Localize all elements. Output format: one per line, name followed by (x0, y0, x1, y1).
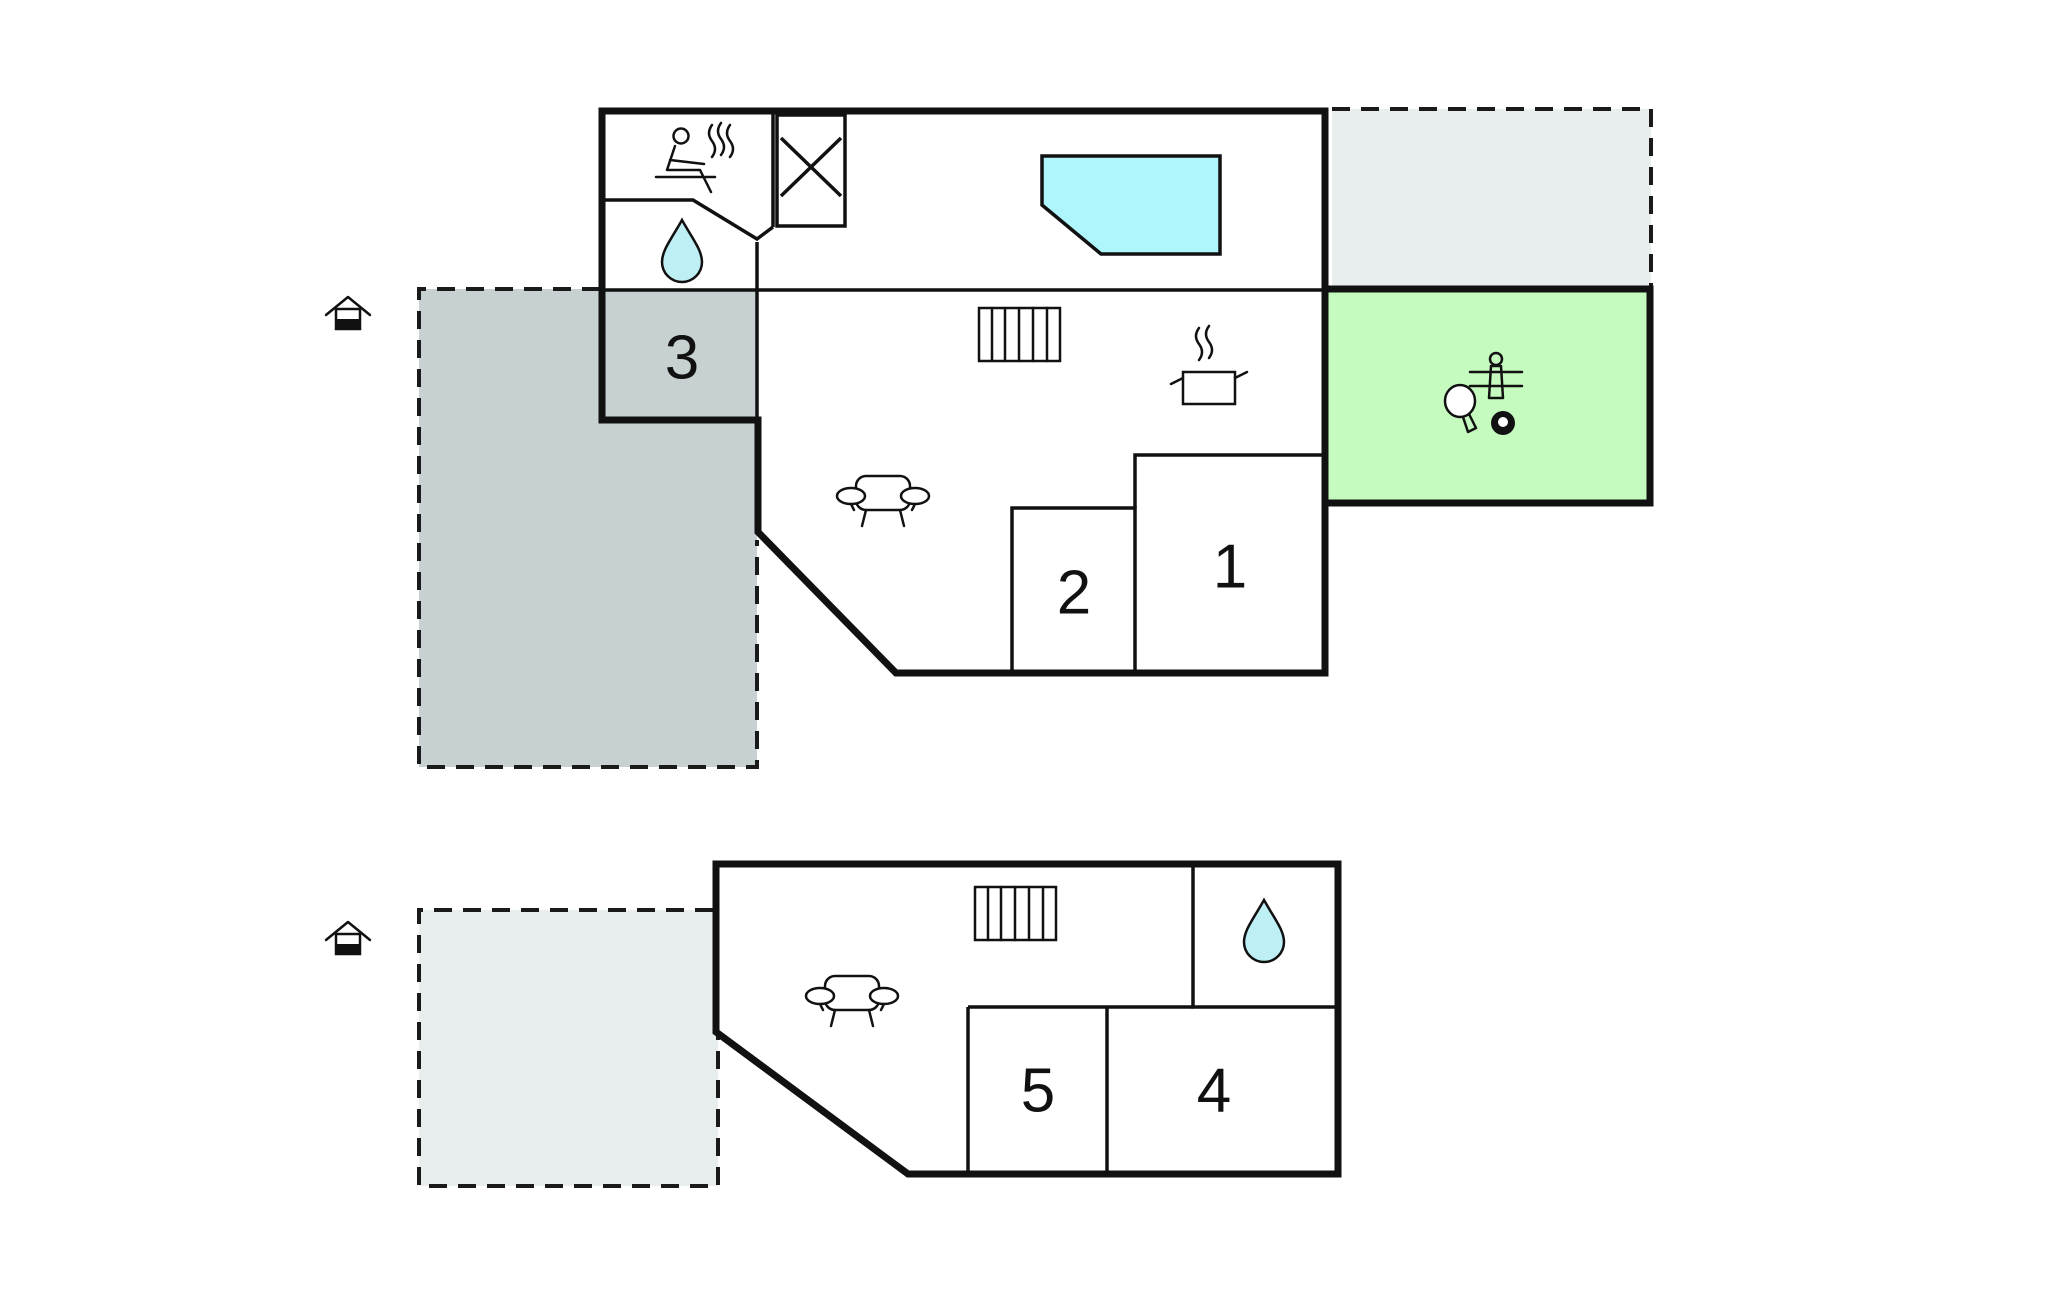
room-number-5: 5 (1021, 1057, 1055, 1126)
house-outer-wall (598, 107, 1329, 677)
wall-sauna (602, 198, 775, 242)
kitchen-pot-icon (1169, 324, 1249, 406)
terrace-house-icon (324, 295, 372, 331)
sofa-icon (835, 474, 931, 528)
table-football-icon (1468, 351, 1524, 400)
upper-floor: 4 5 (324, 860, 1342, 1188)
upper-house-outer-wall (712, 860, 1342, 1178)
fireplace-icon (973, 885, 1058, 942)
billiard-ball-icon (1491, 411, 1515, 435)
wall-room2 (1010, 506, 1137, 673)
ground-floor: 1 2 3 (324, 107, 1654, 769)
pool-icon (1040, 154, 1222, 256)
wall-room1 (1133, 453, 1325, 508)
room-number-4: 4 (1197, 1057, 1231, 1126)
table-tennis-icon (1443, 383, 1478, 434)
terrace-house-icon (324, 920, 372, 956)
room-number-1: 1 (1213, 533, 1247, 602)
chimney (775, 113, 847, 228)
chimney-cross-b (779, 136, 843, 198)
sauna-icon (654, 121, 735, 194)
terrace-upper (419, 910, 718, 1186)
sofa-icon (804, 974, 900, 1028)
terrace-top-right (1332, 109, 1651, 287)
terrace-left-outline (417, 287, 759, 769)
room-number-2: 2 (1057, 559, 1091, 628)
water-drop-icon (1242, 897, 1286, 964)
fireplace-icon (977, 306, 1062, 363)
activity-room-wall (1323, 285, 1654, 507)
terrace-left (419, 289, 757, 767)
terrace-top-right-outline (1332, 107, 1653, 287)
room-number-3: 3 (665, 324, 699, 393)
water-drop-icon (660, 217, 704, 284)
